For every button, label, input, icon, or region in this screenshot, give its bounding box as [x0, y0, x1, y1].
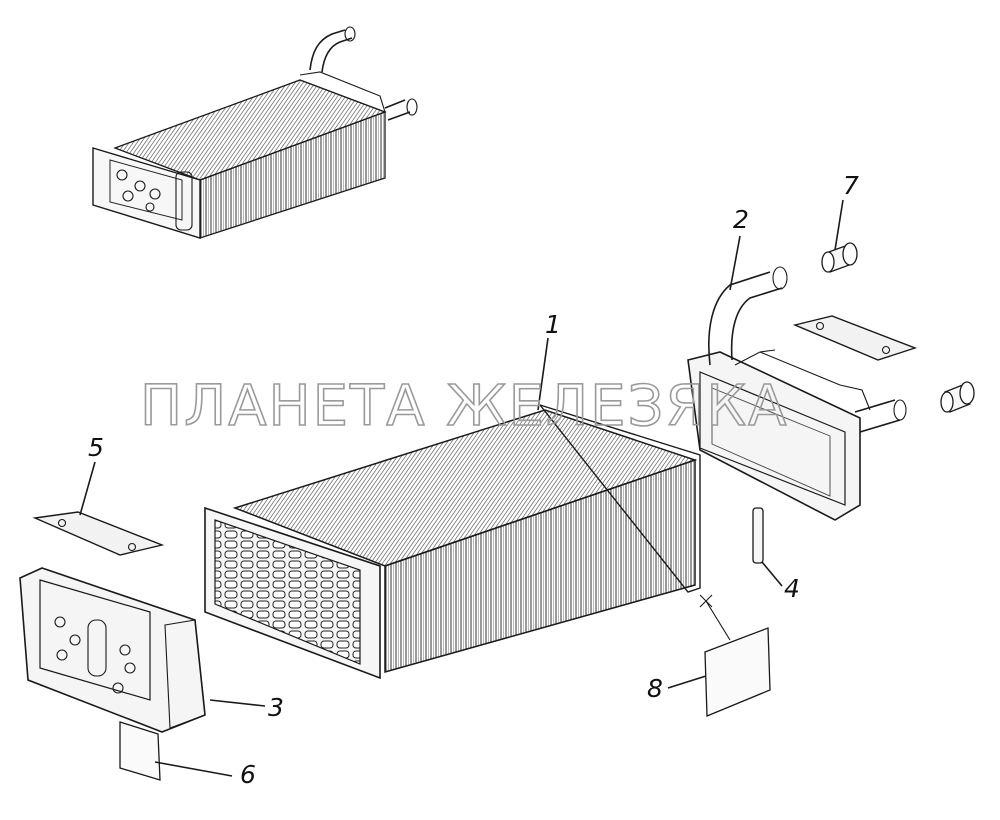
- callout-4: 4: [784, 574, 800, 603]
- right-tank: [687, 266, 907, 521]
- left-tank: [19, 567, 206, 733]
- callout-2: 2: [733, 205, 749, 234]
- callout-6: 6: [240, 760, 256, 789]
- leader-lines: [79, 199, 844, 777]
- plug-7: [821, 242, 858, 273]
- radiator-core: [204, 403, 701, 680]
- gasket-6: [119, 721, 161, 781]
- callout-3: 3: [268, 693, 284, 722]
- label-plate-8: [699, 594, 771, 717]
- pin-4: [752, 507, 764, 564]
- plug-second: [940, 381, 975, 413]
- callout-8: 8: [647, 674, 663, 703]
- callout-7: 7: [843, 171, 859, 200]
- assembled-heater-view: [92, 26, 418, 239]
- watermark-text: ПЛАНЕТА ЖЕЛЕЗЯКА: [140, 374, 788, 439]
- plate-5: [32, 511, 165, 556]
- callout-5: 5: [88, 433, 104, 462]
- callout-1: 1: [545, 310, 561, 339]
- plate-upper: [792, 315, 918, 361]
